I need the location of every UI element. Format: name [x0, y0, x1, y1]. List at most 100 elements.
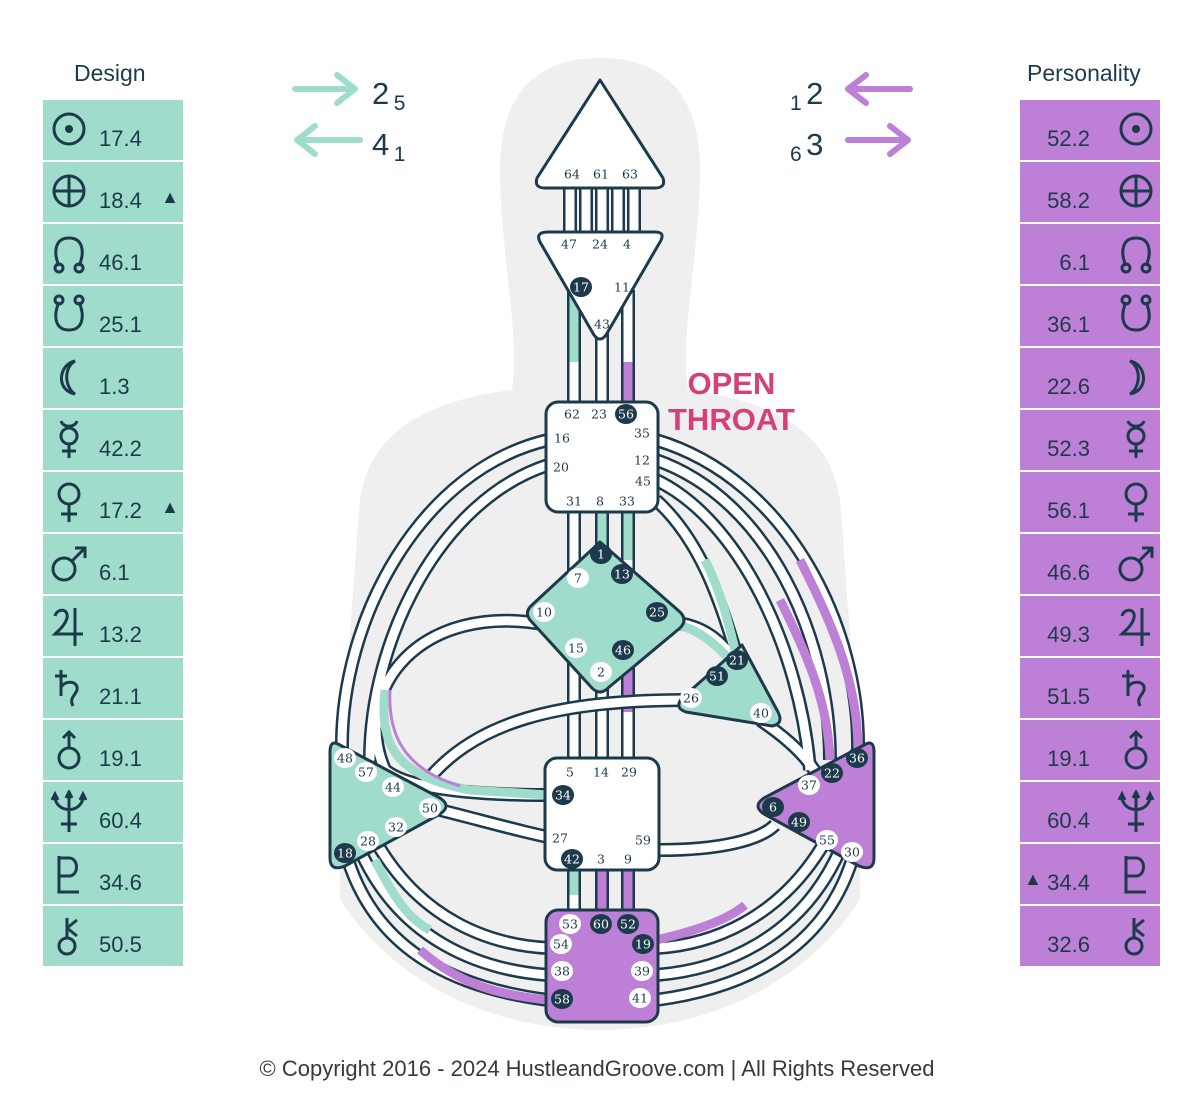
- jupiter-icon: [1116, 604, 1156, 648]
- svg-text:56: 56: [618, 407, 634, 422]
- planet-row: 13.2: [43, 596, 183, 658]
- gate-60: 60: [590, 914, 612, 934]
- planet-gate-line: 60.4: [1047, 808, 1090, 833]
- planet-row: 6.1: [1020, 224, 1160, 286]
- planet-gate-line: 32.6: [1047, 932, 1090, 957]
- planet-gate-line: 22.6: [1047, 374, 1090, 399]
- svg-text:1: 1: [597, 547, 605, 562]
- svg-text:33: 33: [619, 494, 635, 509]
- svg-text:59: 59: [635, 833, 651, 848]
- exalted-icon: ▲: [161, 187, 179, 207]
- planet-row: 52.3: [1020, 410, 1160, 472]
- personality-bottom-variable: 6 3: [790, 127, 824, 166]
- gate-25: 25: [646, 602, 668, 622]
- planet-gate-line: 42.2: [99, 436, 142, 461]
- design-bottom-variable: 4 1: [372, 127, 406, 166]
- svg-text:6: 6: [769, 800, 777, 815]
- planet-row: 56.1: [1020, 472, 1160, 534]
- gate-20: 20: [553, 460, 569, 475]
- planet-gate-line: 36.1: [1047, 312, 1090, 337]
- planet-row: 1.3: [43, 348, 183, 410]
- gate-38: 38: [551, 961, 573, 981]
- gate-31: 31: [566, 494, 582, 509]
- planet-row: 58.2: [1020, 162, 1160, 224]
- svg-text:35: 35: [634, 426, 650, 441]
- gate-36: 36: [846, 748, 868, 768]
- planet-row: 51.5: [1020, 658, 1160, 720]
- solar-plexus-center: [756, 741, 876, 870]
- gate-34: 34: [552, 785, 574, 805]
- svg-text:28: 28: [360, 834, 376, 849]
- g-center: [525, 540, 686, 694]
- svg-text:43: 43: [594, 317, 610, 332]
- throat-center: [544, 400, 660, 514]
- svg-text:63: 63: [622, 167, 638, 182]
- gate-16: 16: [554, 431, 570, 446]
- svg-text:21: 21: [729, 653, 745, 668]
- svg-text:5: 5: [566, 765, 574, 780]
- svg-text:26: 26: [683, 691, 699, 706]
- gate-7: 7: [567, 568, 589, 588]
- planet-gate-line: 56.1: [1047, 498, 1090, 523]
- gate-6: 6: [762, 797, 784, 817]
- planet-gate-line: 34.4: [1047, 870, 1090, 895]
- gate-33: 33: [619, 494, 635, 509]
- planet-gate-line: 46.6: [1047, 560, 1090, 585]
- svg-text:57: 57: [358, 765, 374, 780]
- sacral-center: [543, 756, 661, 872]
- svg-text:51: 51: [709, 669, 725, 684]
- planet-gate-line: 21.1: [99, 684, 142, 709]
- personality-top-variable: 1 2: [790, 76, 824, 115]
- planet-row: 46.1: [43, 224, 183, 286]
- svg-text:7: 7: [574, 571, 582, 586]
- planet-row: 21.1: [43, 658, 183, 720]
- svg-text:18: 18: [337, 846, 353, 861]
- planet-row: 6.1: [43, 534, 183, 596]
- gate-52: 52: [617, 914, 639, 934]
- svg-text:31: 31: [566, 494, 582, 509]
- design-top-arrow-icon: [292, 72, 358, 106]
- mars-icon: [1116, 542, 1156, 586]
- planet-gate-line: 58.2: [1047, 188, 1090, 213]
- planet-gate-line: 13.2: [99, 622, 142, 647]
- svg-text:2: 2: [597, 665, 605, 680]
- svg-text:60: 60: [593, 917, 609, 932]
- neptune-icon: [49, 788, 89, 834]
- gate-13: 13: [611, 564, 633, 584]
- planet-row: 36.1: [1020, 286, 1160, 348]
- svg-text:12: 12: [634, 453, 650, 468]
- gate-14: 14: [593, 765, 609, 780]
- gate-22: 22: [821, 763, 843, 783]
- planet-row: 34.6: [43, 844, 183, 906]
- svg-text:8: 8: [596, 494, 604, 509]
- svg-text:40: 40: [753, 706, 769, 721]
- planet-row: 52.2: [1020, 100, 1160, 162]
- planet-row: 42.2: [43, 410, 183, 472]
- gate-56: 56: [615, 404, 637, 424]
- personality-title: Personality: [1027, 60, 1141, 86]
- gate-8: 8: [596, 494, 604, 509]
- gate-58: 58: [551, 989, 573, 1009]
- mercury-icon: [49, 418, 89, 462]
- neptune-icon: [1116, 788, 1156, 834]
- gate-63: 63: [622, 167, 638, 182]
- sun-icon: [1116, 108, 1156, 152]
- planet-row: 22.6: [1020, 348, 1160, 410]
- gate-24: 24: [592, 237, 608, 252]
- svg-text:9: 9: [624, 852, 632, 867]
- svg-text:39: 39: [634, 964, 650, 979]
- gate-30: 30: [841, 842, 863, 862]
- svg-text:45: 45: [635, 474, 651, 489]
- svg-text:54: 54: [553, 937, 569, 952]
- svg-text:23: 23: [591, 407, 607, 422]
- gate-51: 51: [706, 666, 728, 686]
- planet-gate-line: 19.1: [1047, 746, 1090, 771]
- mars-icon: [49, 542, 89, 586]
- personality-bottom-arrow-icon: [845, 123, 911, 157]
- planet-gate-line: 34.6: [99, 870, 142, 895]
- footer-copyright: © Copyright 2016 - 2024 HustleandGroove.…: [259, 1056, 935, 1081]
- gate-37: 37: [798, 775, 820, 795]
- ajna-center: [537, 230, 664, 341]
